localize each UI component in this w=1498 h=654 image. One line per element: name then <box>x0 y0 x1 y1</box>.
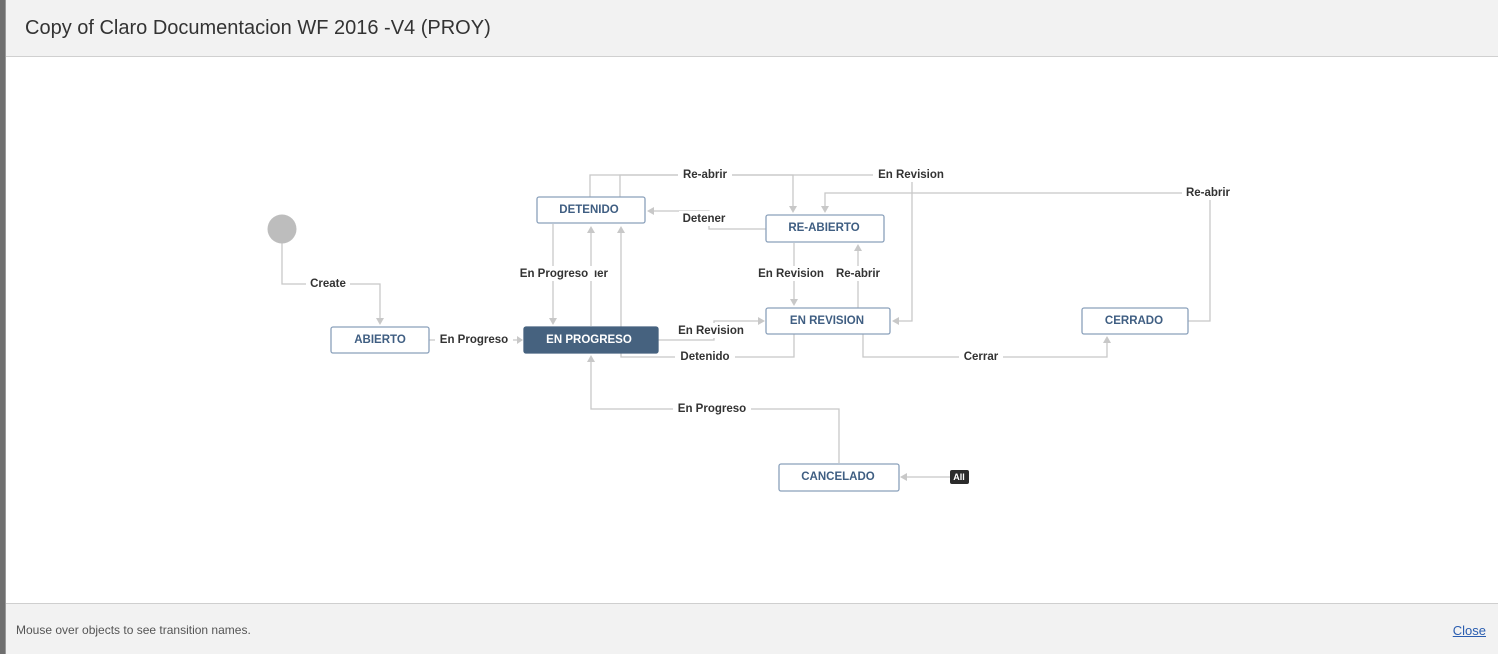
arrow-head <box>376 318 384 325</box>
workflow-diagram-canvas: Create En Progreso En Progreso ıer En Re… <box>6 57 1498 604</box>
label-text: Cerrar <box>964 351 999 363</box>
label-re-abierto-en-revision: En Revision <box>753 266 829 281</box>
dialog-header: Copy of Claro Documentacion WF 2016 -V4 … <box>6 0 1498 57</box>
start-node-icon[interactable] <box>267 214 297 244</box>
label-en-progreso-detenido-partial: ıer <box>594 268 609 280</box>
arrow-head <box>587 355 595 362</box>
edge-detenido-en-revision <box>619 174 913 322</box>
label-en-revision-cerrado: Cerrar <box>959 349 1003 364</box>
label-text: Detenido <box>680 351 729 363</box>
label-text: Re-abrir <box>836 268 881 280</box>
label-abierto-en-progreso: En Progreso <box>435 332 513 347</box>
node-re-abierto[interactable]: RE-ABIERTO <box>765 214 885 243</box>
label-cerrado-re-abierto: Re-abrir <box>1182 185 1236 200</box>
arrow-head <box>892 317 899 325</box>
node-cancelado-label: CANCELADO <box>801 471 875 483</box>
label-text: En Progreso <box>520 268 588 280</box>
arrow-head <box>647 207 654 215</box>
footer-hint: Mouse over objects to see transition nam… <box>16 623 251 637</box>
label-text: En Progreso <box>678 403 746 415</box>
node-en-revision-label: EN REVISION <box>790 315 864 327</box>
label-text: En Revision <box>758 268 824 280</box>
label-text: En Revision <box>678 325 744 337</box>
node-en-progreso[interactable]: EN PROGRESO <box>523 326 659 354</box>
label-detenido-en-progreso: En Progreso <box>517 266 593 281</box>
node-en-progreso-label: EN PROGRESO <box>546 334 632 346</box>
arrow-head <box>789 206 797 213</box>
label-cancelado-en-progreso: En Progreso <box>673 401 751 416</box>
dialog-footer: Mouse over objects to see transition nam… <box>6 603 1498 654</box>
label-text: En Progreso <box>440 334 508 346</box>
arrow-head <box>854 244 862 251</box>
label-create-text: Create <box>310 278 346 290</box>
all-badge-label: All <box>953 472 965 482</box>
node-cerrado-label: CERRADO <box>1105 315 1163 327</box>
label-text: Re-abrir <box>683 169 728 181</box>
label-text: Re-abrir <box>1186 187 1231 199</box>
backdrop-overlay <box>0 0 5 654</box>
label-en-revision-re-abierto: Re-abrir <box>832 266 886 281</box>
label-re-abierto-detenido: Detener <box>679 211 729 226</box>
arrow-head <box>758 317 765 325</box>
node-detenido[interactable]: DETENIDO <box>536 196 646 224</box>
arrow-head <box>549 318 557 325</box>
edge-cerrado-re-abierto <box>824 192 1211 322</box>
arrow-head <box>587 226 595 233</box>
node-cancelado[interactable]: CANCELADO <box>778 463 900 492</box>
arrow-head <box>790 299 798 306</box>
node-detenido-label: DETENIDO <box>559 204 618 216</box>
arrow-head <box>821 206 829 213</box>
label-create: Create <box>306 276 350 291</box>
arrow-head <box>617 226 625 233</box>
node-cerrado[interactable]: CERRADO <box>1081 307 1189 335</box>
arrow-head <box>900 473 907 481</box>
arrow-head <box>1103 336 1111 343</box>
arrow-head <box>517 336 523 344</box>
workflow-dialog: Copy of Claro Documentacion WF 2016 -V4 … <box>5 0 1498 654</box>
node-abierto[interactable]: ABIERTO <box>330 326 430 354</box>
label-detenido-en-revision: En Revision <box>873 167 949 182</box>
all-badge[interactable]: All <box>950 470 969 484</box>
workflow-diagram: Create En Progreso En Progreso ıer En Re… <box>267 167 1236 492</box>
label-text: ıer <box>594 268 609 280</box>
node-en-revision[interactable]: EN REVISION <box>765 307 891 335</box>
node-re-abierto-label: RE-ABIERTO <box>788 222 859 234</box>
dialog-title: Copy of Claro Documentacion WF 2016 -V4 … <box>25 17 491 39</box>
label-en-progreso-detenido: Detenido <box>675 349 735 364</box>
close-link[interactable]: Close <box>1452 623 1486 638</box>
label-text: En Revision <box>878 169 944 181</box>
label-en-progreso-en-revision: En Revision <box>673 323 749 338</box>
label-detenido-re-abierto: Re-abrir <box>678 167 732 182</box>
node-abierto-label: ABIERTO <box>354 334 406 346</box>
label-text: Detener <box>683 213 726 225</box>
